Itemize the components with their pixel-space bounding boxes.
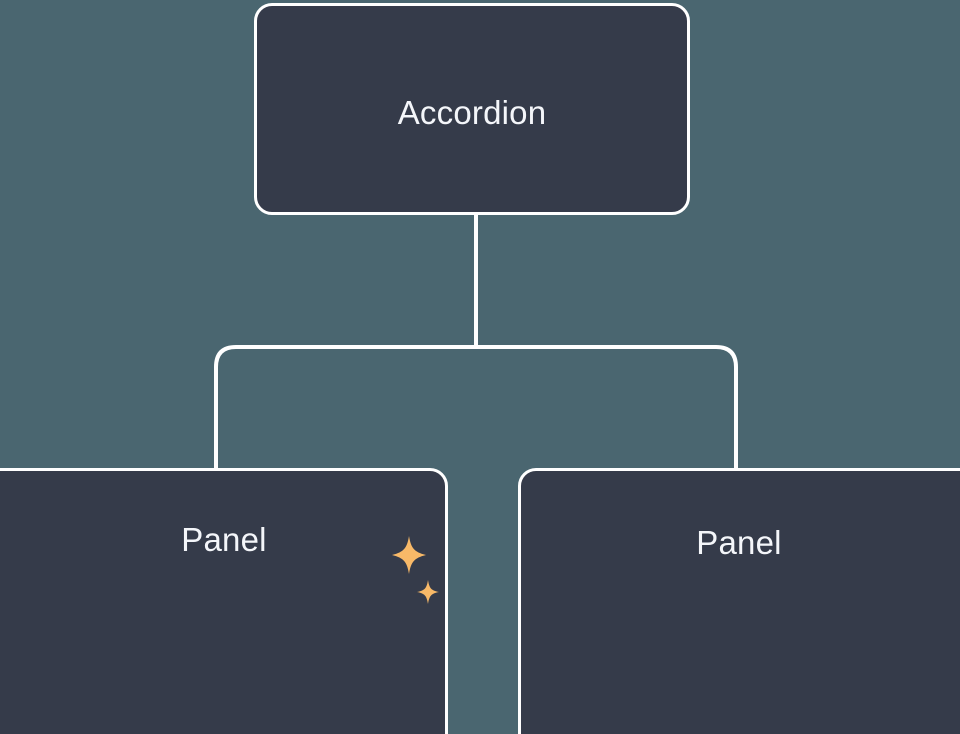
node-title-panel-left: Panel — [181, 521, 267, 558]
tree-node-panel-right[interactable]: Panel — [518, 468, 960, 734]
tree-node-accordion[interactable]: Accordion — [254, 3, 690, 215]
connector-branch-bus — [214, 345, 738, 470]
node-title-accordion: Accordion — [397, 94, 547, 131]
tree-node-panel-left[interactable]: Panel — [0, 468, 448, 734]
node-title-panel-right: Panel — [696, 524, 782, 561]
